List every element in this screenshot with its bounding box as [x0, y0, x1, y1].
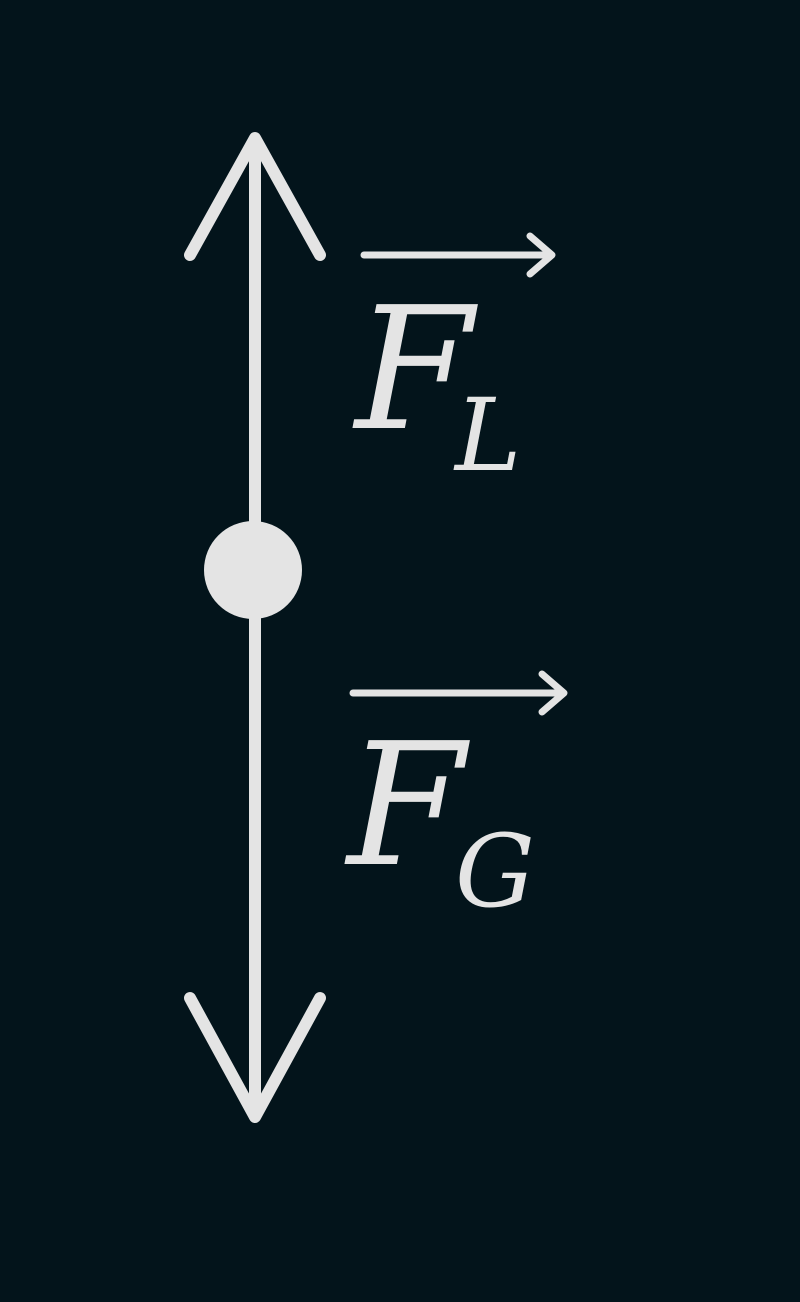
point-mass: [204, 521, 302, 619]
gravity-force-subscript: G: [455, 813, 535, 930]
lift-vector-arrowhead: [526, 232, 556, 278]
lift-force-symbol: F: [352, 271, 478, 469]
gravity-vector-arrowhead: [538, 670, 568, 716]
up-arrowhead: [184, 132, 326, 261]
gravity-force-symbol: F: [344, 707, 470, 905]
down-arrowhead: [184, 992, 326, 1123]
lift-force-subscript: L: [453, 377, 521, 494]
